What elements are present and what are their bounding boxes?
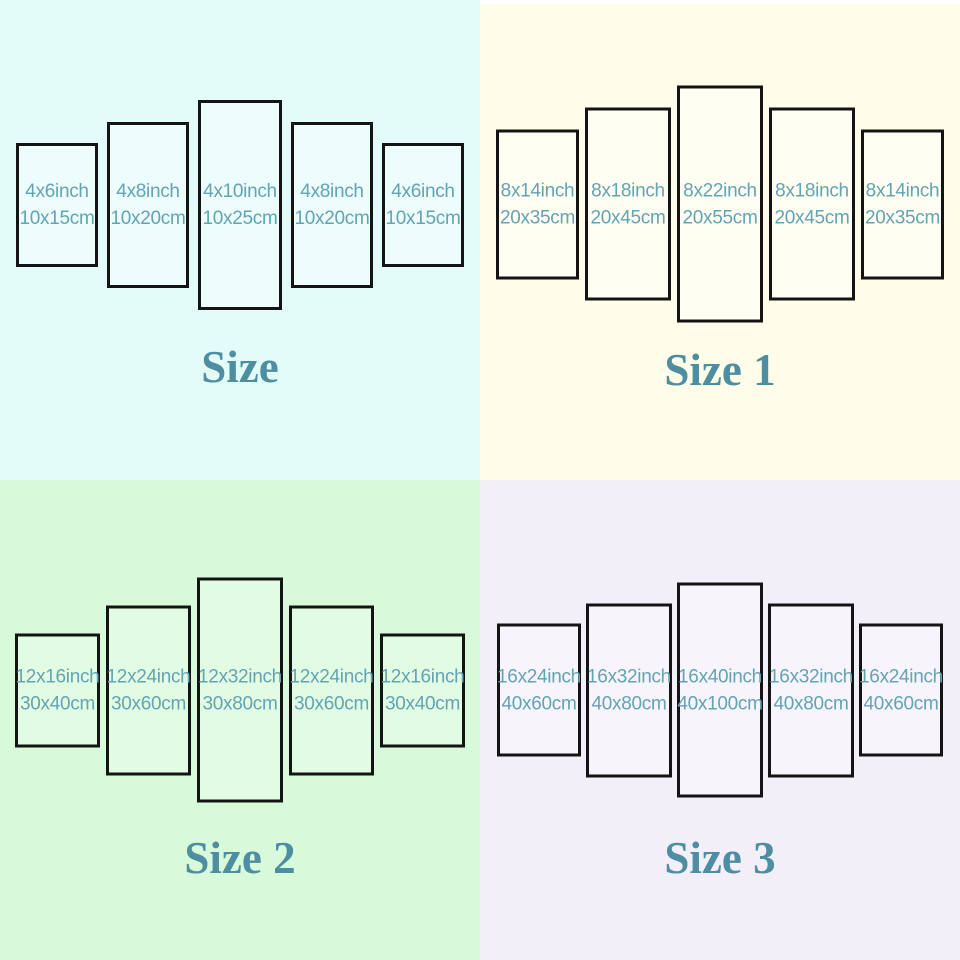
panel-size-inch: 8x18inch <box>591 180 665 201</box>
canvas-panel: 8x22inch 20x55cm <box>677 85 763 323</box>
panel-size-cm: 10x20cm <box>294 208 370 229</box>
panel-size-cm: 40x100cm <box>677 693 763 714</box>
panel-size-cm: 30x60cm <box>294 693 369 714</box>
canvas-panel: 16x32inch 40x80cm <box>586 603 672 777</box>
size-group-title: Size <box>201 342 279 392</box>
panel-size-cm: 40x80cm <box>773 693 849 714</box>
panel-size-cm: 10x15cm <box>385 208 461 229</box>
panel-size-inch: 4x6inch <box>25 181 89 202</box>
canvas-panel: 4x6inch 10x15cm <box>382 143 464 267</box>
panel-size-inch: 8x14inch <box>865 180 940 201</box>
panel-size-cm: 10x25cm <box>202 208 278 229</box>
canvas-panel: 16x32inch 40x80cm <box>768 603 854 777</box>
panel-size-cm: 20x55cm <box>682 207 758 228</box>
panel-size-cm: 40x60cm <box>863 693 939 714</box>
canvas-panel: 4x6inch 10x15cm <box>16 143 98 267</box>
panel-size-cm: 20x45cm <box>774 207 850 228</box>
panel-size-cm: 30x60cm <box>111 693 186 714</box>
panel-size-inch: 4x8inch <box>300 181 364 202</box>
panel-size-inch: 12x16inch <box>15 666 100 687</box>
size-group-title: Size 3 <box>664 833 776 883</box>
panel-row: 8x14inch 20x35cm 8x18inch 20x45cm 8x22in… <box>480 85 960 323</box>
panel-size-inch: 8x18inch <box>775 180 849 201</box>
panel-row: 4x6inch 10x15cm 4x8inch 10x20cm 4x10inch… <box>0 100 480 310</box>
panel-size-cm: 20x35cm <box>500 207 575 228</box>
panel-size-inch: 12x32inch <box>198 666 282 687</box>
panel-size-inch: 4x8inch <box>116 181 180 202</box>
panel-size-inch: 16x32inch <box>769 666 853 687</box>
size-group-title: Size 1 <box>664 345 776 395</box>
canvas-panel: 16x40inch 40x100cm <box>677 582 763 798</box>
canvas-panel: 16x24inch 40x60cm <box>859 623 943 757</box>
canvas-panel: 8x14inch 20x35cm <box>861 129 944 279</box>
canvas-panel: 8x18inch 20x45cm <box>585 107 671 301</box>
panel-row: 12x16inch 30x40cm 12x24inch 30x60cm 12x3… <box>0 577 480 803</box>
panel-size-cm: 40x60cm <box>501 693 577 714</box>
canvas-panel: 4x10inch 10x25cm <box>198 100 282 310</box>
panel-size-inch: 8x22inch <box>683 180 757 201</box>
panel-size-inch: 16x24inch <box>497 666 581 687</box>
quadrant-size-1: 8x14inch 20x35cm 8x18inch 20x45cm 8x22in… <box>480 4 960 480</box>
canvas-panel: 12x16inch 30x40cm <box>380 633 465 747</box>
size-group-title: Size 2 <box>184 833 296 883</box>
panel-size-cm: 10x15cm <box>19 208 95 229</box>
panel-size-cm: 30x40cm <box>385 693 460 714</box>
panel-size-cm: 20x35cm <box>865 207 940 228</box>
canvas-panel: 16x24inch 40x60cm <box>497 623 581 757</box>
panel-size-cm: 40x80cm <box>591 693 667 714</box>
panel-size-cm: 20x45cm <box>590 207 666 228</box>
quadrant-size: 4x6inch 10x15cm 4x8inch 10x20cm 4x10inch… <box>0 0 480 480</box>
quadrant-size-3: 16x24inch 40x60cm 16x32inch 40x80cm 16x4… <box>480 480 960 960</box>
canvas-panel: 8x18inch 20x45cm <box>769 107 855 301</box>
panel-size-cm: 30x40cm <box>20 693 95 714</box>
panel-size-inch: 12x24inch <box>106 666 191 687</box>
panel-size-cm: 10x20cm <box>110 208 186 229</box>
canvas-panel: 4x8inch 10x20cm <box>291 122 373 288</box>
panel-size-inch: 4x10inch <box>203 181 277 202</box>
panel-size-inch: 8x14inch <box>500 180 575 201</box>
canvas-panel: 12x32inch 30x80cm <box>197 577 283 803</box>
canvas-panel: 8x14inch 20x35cm <box>496 129 579 279</box>
canvas-panel: 4x8inch 10x20cm <box>107 122 189 288</box>
panel-size-inch: 12x16inch <box>380 666 465 687</box>
panel-size-inch: 16x40inch <box>678 666 762 687</box>
panel-size-inch: 16x32inch <box>587 666 671 687</box>
panel-size-cm: 30x80cm <box>202 693 278 714</box>
canvas-panel: 12x16inch 30x40cm <box>15 633 100 747</box>
quadrant-size-2: 12x16inch 30x40cm 12x24inch 30x60cm 12x3… <box>0 480 480 960</box>
panel-row: 16x24inch 40x60cm 16x32inch 40x80cm 16x4… <box>480 582 960 798</box>
canvas-panel: 12x24inch 30x60cm <box>289 605 374 775</box>
panel-size-inch: 12x24inch <box>289 666 374 687</box>
panel-size-inch: 4x6inch <box>391 181 455 202</box>
canvas-panel: 12x24inch 30x60cm <box>106 605 191 775</box>
panel-size-inch: 16x24inch <box>859 666 943 687</box>
